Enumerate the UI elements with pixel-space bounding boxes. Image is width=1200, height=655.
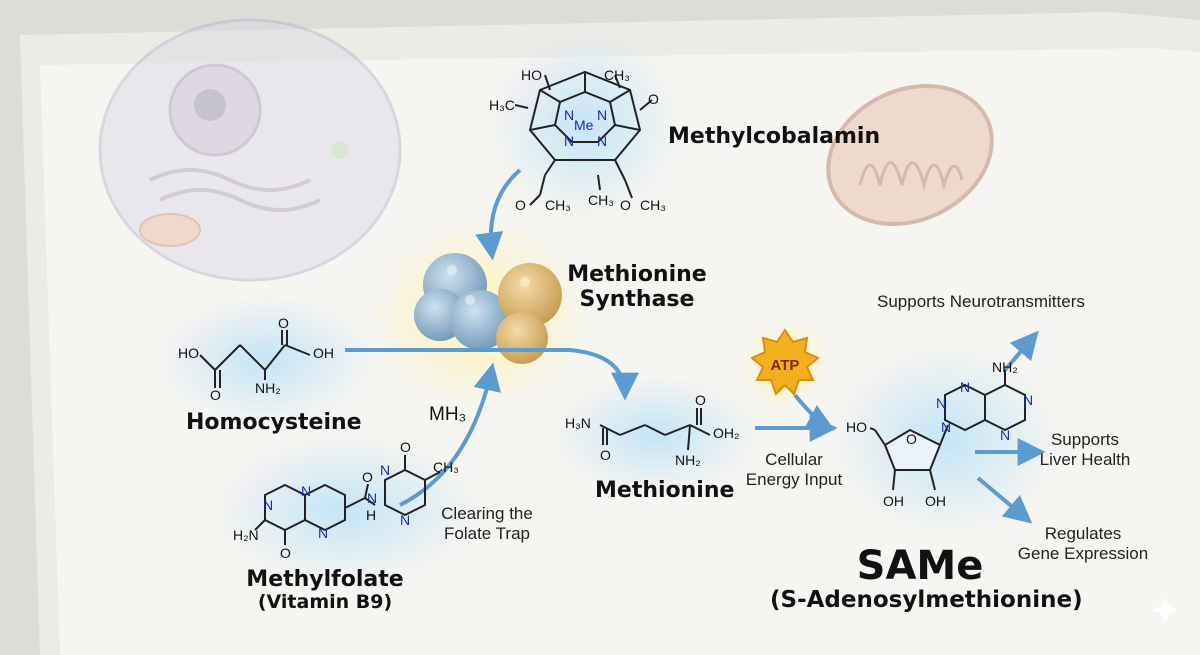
atom-ch3-cobalamin-left: CH₃ [545,197,571,213]
atom-ho-same: HO [846,419,867,435]
arrow-to-gene-expression [976,476,1033,524]
arrow-atp-to-same [793,393,835,431]
label-gene-line1: Regulates [1044,524,1122,543]
sparkle-icon [1152,597,1178,623]
atom-ho-homocysteine: HO [178,345,199,361]
homocysteine-glow [155,295,375,425]
atom-ch3-cobalamin-right: CH₃ [640,197,666,213]
atom-ch3-cobalamin-top: CH₃ [604,67,630,83]
label-supports-neurotransmitters: Supports Neurotransmitters [877,292,1085,311]
atom-oh-same-2: OH [925,493,946,509]
label-methionine: Methionine [595,478,735,503]
label-energy-line1: Cellular [765,450,823,469]
arrow-to-neurotransmitters [1003,330,1039,372]
atom-ch3-folate: CH₃ [433,459,459,475]
label-same-title: SAMe [856,543,984,589]
atom-n-folate-3: N [318,525,328,541]
atom-n-folate-4: N [380,462,390,478]
atom-h3c-cobalamin: H₃C [489,97,515,113]
atom-o-cobalamin-left: O [515,197,526,213]
homocysteine-structure [199,330,311,388]
label-methionine-synthase-line1: Methionine [567,262,707,287]
atom-n-cobalamin-1: N [564,107,574,123]
atom-ho-cobalamin: HO [521,67,542,83]
atom-o-cobalamin-right: O [620,197,631,213]
arrow-methylfolate-to-enzyme [399,362,501,507]
label-clearing-line2: Folate Trap [444,523,530,543]
atom-o-methionine-2: O [695,392,706,408]
atom-o-folate-1: O [280,545,291,561]
atom-h-folate-amide: H [366,507,376,523]
label-clearing-folate-trap: Clearing the Folate Trap [428,504,546,543]
atom-o-homocysteine-2: O [278,315,289,331]
atom-n-folate-5: N [400,512,410,528]
atom-n-cobalamin-4: N [597,133,607,149]
atom-n-same-4: N [1023,392,1033,408]
label-mh3: MH₃ [429,404,467,425]
label-homocysteine: Homocysteine [186,410,362,435]
atom-n-cobalamin-2: N [597,107,607,123]
label-methylfolate: Methylfolate (Vitamin B9) [240,567,410,614]
atom-o-cobalamin: O [648,91,659,107]
atom-nh2-same: NH₂ [992,359,1018,375]
label-methionine-synthase: Methionine Synthase [562,262,712,313]
label-energy-line2: Energy Input [745,469,843,489]
atom-n-same-1: N [941,419,951,435]
atom-n-same-3: N [960,379,970,395]
atom-o-folate-3: O [400,439,411,455]
atp-badge [750,328,820,396]
atom-oh2-methionine: OH₂ [713,425,739,441]
label-regulates-gene-expression: Regulates Gene Expression [1008,524,1158,563]
atom-o-folate-2: O [362,469,373,485]
atom-n-same-5: N [1000,427,1010,443]
methionine-glow [550,375,760,495]
label-clearing-line1: Clearing the [441,504,533,523]
atom-n-same-2: N [936,395,946,411]
methylfolate-structure [254,455,441,545]
label-same: SAMe (S-Adenosylmethionine) [770,543,1083,613]
label-liver-line2: Liver Health [1039,449,1131,469]
methylcobalamin-structure [514,70,653,206]
atom-h2n-folate: H₂N [233,527,259,543]
atom-n-folate-1: N [263,497,273,513]
atom-o-same-ring: O [906,431,917,447]
mitochondrion-illustration [826,84,994,226]
atom-nh2-homocysteine: NH₂ [255,380,281,396]
atom-n-folate-amide: N [367,490,377,506]
methylcobalamin-glow [490,30,680,220]
label-liver-line1: Supports [1050,430,1120,449]
atom-nh2-methionine: NH₂ [675,452,701,468]
label-methylcobalamin: Methylcobalamin [668,124,881,149]
label-methionine-synthase-line2: Synthase [579,287,695,313]
arrow-homocysteine-to-methionine [345,348,639,401]
atom-o-homocysteine-1: O [210,387,221,403]
label-methylfolate-line2: (Vitamin B9) [257,591,393,614]
atom-me-center: Me [574,117,594,133]
atp-label: ATP [771,357,800,374]
label-methylfolate-line1: Methylfolate [246,567,404,592]
methionine-structure [599,408,711,451]
same-glow [830,345,1060,535]
atom-h3n-methionine: H₃N [565,415,591,431]
same-structure [869,370,1026,491]
label-supports-liver-health: Supports Liver Health [1030,430,1140,469]
atom-oh-homocysteine: OH [313,345,334,361]
atom-oh-same-1: OH [883,493,904,509]
label-same-subtitle: (S-Adenosylmethionine) [770,587,1083,613]
atom-n-cobalamin-3: N [564,133,574,149]
pathway-arrows [345,168,1046,524]
label-cellular-energy-input: Cellular Energy Input [735,450,853,489]
atom-o-methionine-1: O [600,447,611,463]
label-gene-line2: Gene Expression [1017,543,1149,563]
arrow-cobalamin-to-enzyme [475,168,522,261]
atom-n-folate-2: N [301,483,311,499]
atom-ch3-cobalamin-mid: CH₃ [588,192,614,208]
cell-illustration [98,18,402,282]
